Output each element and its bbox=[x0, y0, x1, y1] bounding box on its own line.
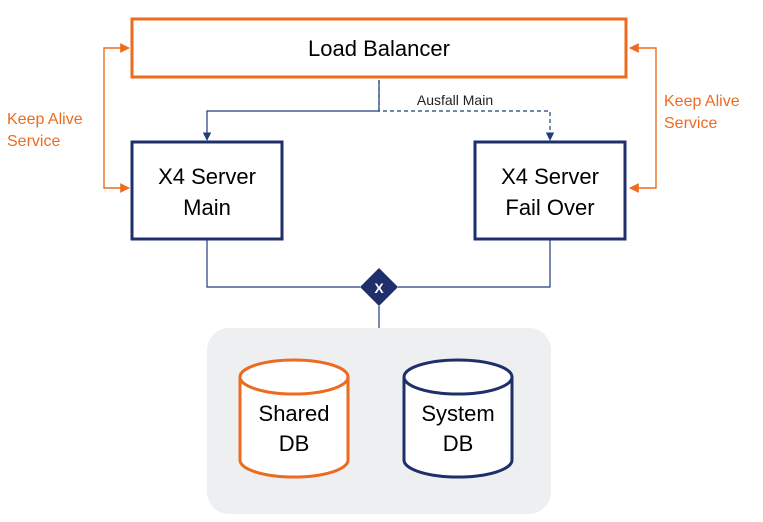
system-db-label-line2: DB bbox=[443, 431, 474, 456]
server-main-label-line1: X4 Server bbox=[158, 164, 256, 189]
servers-to-gateway-connector bbox=[206, 240, 551, 328]
keep-alive-left-label-line2: Service bbox=[7, 133, 60, 150]
server-failover-label-line1: X4 Server bbox=[501, 164, 599, 189]
server-main-label-line2: Main bbox=[183, 195, 231, 220]
lb-to-failover-connector bbox=[378, 80, 555, 141]
shared-db-label-line2: DB bbox=[279, 431, 310, 456]
lb-to-main-connector bbox=[202, 80, 380, 141]
shared-db-cylinder bbox=[238, 358, 350, 479]
failover-link-label: Ausfall Main bbox=[417, 92, 493, 108]
exclusive-gateway-icon: X bbox=[360, 268, 398, 306]
shared-db-label-line1: Shared bbox=[259, 401, 330, 426]
server-main-box bbox=[130, 140, 284, 241]
keep-alive-left-connector bbox=[103, 43, 130, 193]
keep-alive-right-label-line1: Keep Alive bbox=[664, 93, 740, 110]
load-balancer-label: Load Balancer bbox=[308, 36, 450, 61]
keep-alive-right-connector bbox=[629, 43, 657, 193]
load-balancer-box bbox=[130, 17, 628, 79]
system-db-cylinder bbox=[402, 358, 514, 479]
keep-alive-left-label-line1: Keep Alive bbox=[7, 111, 83, 128]
server-failover-label-line2: Fail Over bbox=[505, 195, 594, 220]
server-failover-box bbox=[473, 140, 627, 241]
gateway-symbol: X bbox=[374, 280, 384, 296]
keep-alive-right-label-line2: Service bbox=[664, 115, 717, 132]
system-db-label-line1: System bbox=[421, 401, 494, 426]
